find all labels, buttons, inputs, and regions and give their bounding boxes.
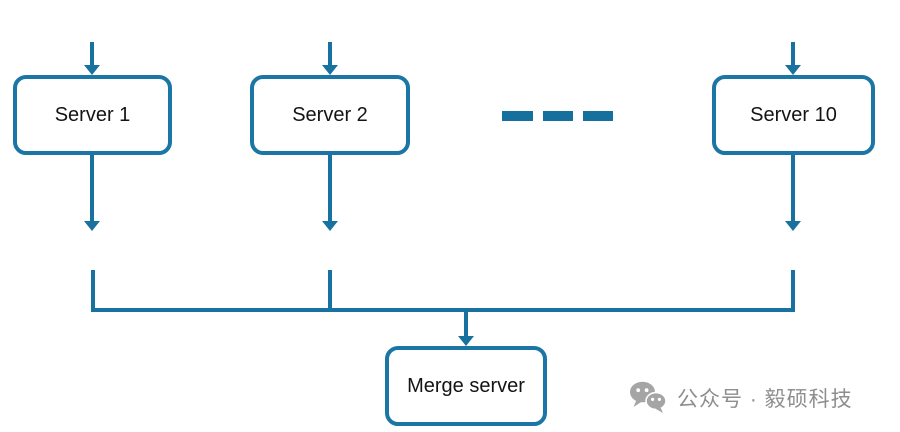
- arrowhead-icon: [84, 221, 100, 231]
- bus-stub-server-10: [791, 270, 795, 312]
- arrowhead-icon: [322, 221, 338, 231]
- ellipsis-dash: [583, 111, 613, 121]
- arrow-into-merge-server: [464, 312, 468, 336]
- server-2-node: Server 2: [250, 75, 410, 155]
- server-10-label: Server 10: [750, 103, 837, 126]
- arrow-into-server-2: [328, 42, 332, 65]
- ellipsis-dash: [543, 111, 573, 121]
- server-1-label: Server 1: [54, 103, 131, 126]
- bus-stub-server-1: [91, 270, 95, 312]
- arrow-into-server-10: [791, 42, 795, 65]
- arrow-out-server-2: [328, 155, 332, 221]
- arrowhead-icon: [322, 65, 338, 75]
- bus-line: [91, 308, 795, 312]
- arrow-out-server-1: [90, 155, 94, 221]
- watermark: 公众号 · 毅硕科技: [629, 381, 853, 414]
- arrow-into-server-1: [90, 42, 94, 65]
- merge-server-node: Merge server: [385, 346, 547, 426]
- server-10-node: Server 10: [712, 75, 875, 155]
- arrow-out-server-10: [791, 155, 795, 221]
- arrowhead-icon: [785, 65, 801, 75]
- server-2-label: Server 2: [292, 103, 368, 126]
- server-1-node: Server 1: [13, 75, 172, 155]
- watermark-text: 公众号 · 毅硕科技: [677, 387, 853, 411]
- arrowhead-icon: [458, 336, 474, 346]
- bus-stub-server-2: [328, 270, 332, 312]
- arrowhead-icon: [785, 221, 801, 231]
- arrowhead-icon: [84, 65, 100, 75]
- ellipsis-dash: [502, 111, 533, 121]
- merge-server-label: Merge server: [407, 374, 525, 397]
- wechat-icon: [630, 381, 667, 413]
